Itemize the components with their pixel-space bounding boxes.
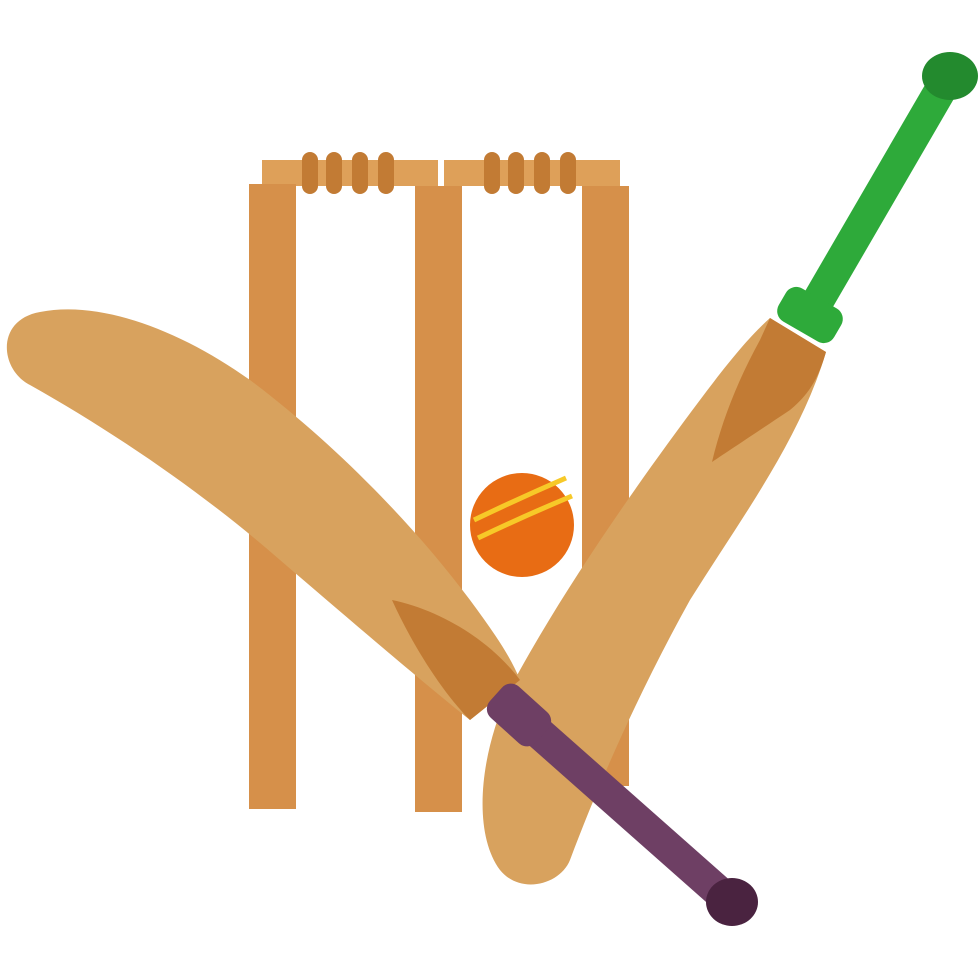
stump-middle: [415, 186, 462, 812]
bat-right-handle: [777, 52, 978, 344]
bail-grooves: [302, 152, 576, 194]
bat-left-handle: [486, 683, 758, 926]
bail-right: [444, 160, 620, 186]
bat-left: [6, 309, 758, 926]
bat-right-splice: [712, 318, 826, 462]
bat-left-blade: [6, 309, 521, 720]
cricket-ball: [470, 473, 574, 577]
bat-left-splice: [392, 600, 520, 720]
bail-left: [262, 160, 438, 186]
